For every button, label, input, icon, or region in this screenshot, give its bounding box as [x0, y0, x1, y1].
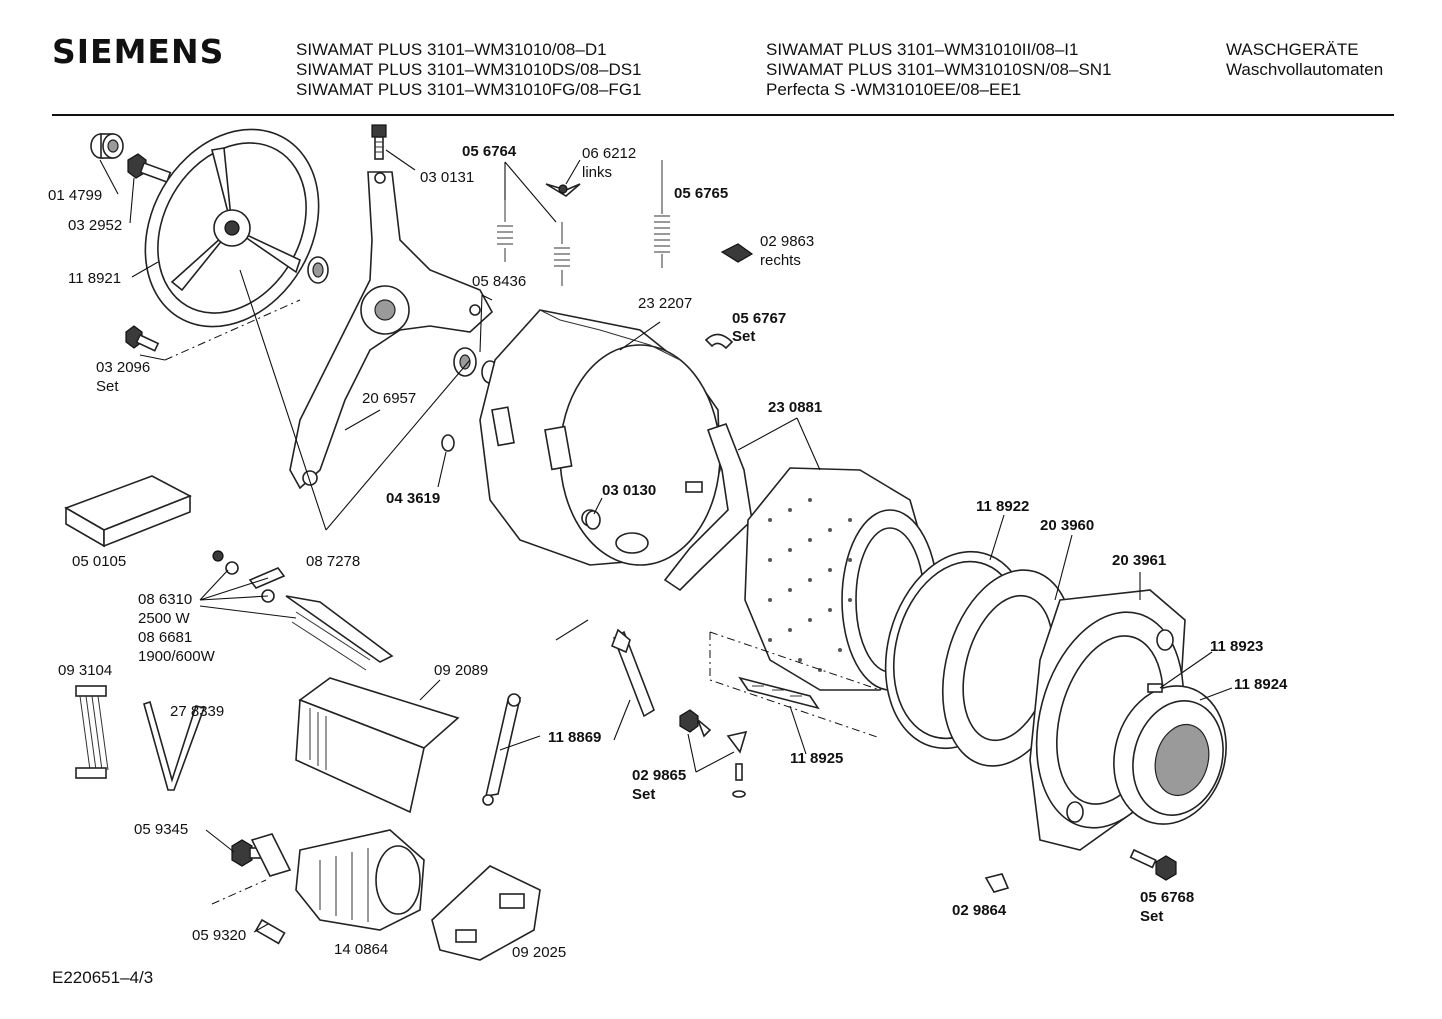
model-line: SIWAMAT PLUS 3101–WM31010/08–D1 — [296, 40, 607, 59]
part-label: 02 9864 — [952, 902, 1007, 919]
part-label: 11 8921 — [68, 270, 121, 287]
spring-part-056764 — [497, 200, 570, 286]
category-subtitle: Waschvollautomaten — [1226, 60, 1384, 79]
belt-part-278339 — [143, 700, 206, 791]
clip-part-029864 — [984, 873, 1010, 893]
part-label: 27 8339 — [170, 703, 224, 720]
model-line: SIWAMAT PLUS 3101–WM31010DS/08–DS1 — [296, 60, 642, 79]
motor-part-140864 — [250, 829, 425, 931]
plug-part-030130 — [585, 510, 601, 530]
wiring-harness-part-093104 — [75, 685, 109, 779]
clip-part-066212 — [545, 183, 581, 197]
model-line: SIWAMAT PLUS 3101–WM31010SN/08–SN1 — [766, 60, 1112, 79]
part-label: 05 0105 — [72, 553, 126, 570]
part-label: 11 8923 — [1210, 638, 1263, 655]
part-label: 08 6310 — [138, 591, 192, 608]
part-label: 2500 W — [138, 610, 191, 627]
part-label: links — [582, 164, 612, 181]
bushing-part-014799 — [90, 133, 124, 159]
model-line: SIWAMAT PLUS 3101–WM31010II/08–I1 — [766, 40, 1079, 59]
model-line: Perfecta S -WM31010EE/08–EE1 — [766, 80, 1022, 99]
part-label: Set — [632, 786, 655, 803]
part-label: 03 2096 — [96, 359, 150, 376]
door-seal-part-118924 — [1113, 685, 1227, 825]
part-label: 09 3104 — [58, 662, 112, 679]
part-label: 03 0130 — [602, 482, 656, 499]
part-label: 09 2089 — [434, 662, 488, 679]
housing-part-092089 — [295, 677, 460, 814]
part-label: 05 6764 — [462, 143, 517, 160]
drum-cross-part-206957 — [289, 171, 494, 490]
part-labels: 01 4799 03 2952 11 8921 03 2096 Set 03 0… — [48, 143, 1288, 961]
part-label: 05 6765 — [674, 185, 728, 202]
part-label: 04 3619 — [386, 490, 440, 507]
model-line: SIWAMAT PLUS 3101–WM31010FG/08–FG1 — [296, 80, 642, 99]
clip-part-029863 — [720, 243, 754, 263]
part-label: Set — [732, 328, 755, 345]
part-label: 05 9320 — [192, 927, 246, 944]
part-label: 06 6212 — [582, 145, 636, 162]
brand-logo: SIEMENS — [52, 32, 225, 71]
part-label: 03 0131 — [420, 169, 474, 186]
part-label: 23 2207 — [638, 295, 692, 312]
screw-part-032096 — [125, 325, 160, 352]
category-block: WASCHGERÄTE Waschvollautomaten — [1226, 40, 1383, 80]
clamp-part-118923 — [1147, 683, 1163, 693]
part-label: Set — [1140, 908, 1163, 925]
part-label: 20 3960 — [1040, 517, 1094, 534]
part-label: 05 6767 — [732, 310, 786, 327]
document-id: E220651–4/3 — [52, 968, 154, 987]
part-label: 14 0864 — [334, 941, 388, 958]
part-label: 03 2952 — [68, 217, 122, 234]
part-label: 05 9345 — [134, 821, 188, 838]
tub-part-232207 — [479, 309, 721, 566]
part-label: 08 7278 — [306, 553, 360, 570]
category-title: WASCHGERÄTE — [1226, 40, 1359, 59]
lifter-part-118925 — [738, 676, 820, 710]
part-label: 23 0881 — [768, 399, 822, 416]
part-label: 09 2025 — [512, 944, 566, 961]
header-rule — [52, 114, 1394, 116]
part-label: 05 6768 — [1140, 889, 1194, 906]
leader-lines — [99, 149, 1233, 933]
part-label: 11 8869 — [548, 729, 601, 746]
module-part-050105 — [64, 475, 192, 548]
model-list-2: SIWAMAT PLUS 3101–WM31010II/08–I1 SIWAMA… — [766, 40, 1112, 100]
part-label: 11 8924 — [1234, 676, 1288, 693]
part-label: 11 8925 — [790, 750, 843, 767]
part-label: rechts — [760, 252, 801, 269]
part-label: 11 8922 — [976, 498, 1029, 515]
part-label: 02 9865 — [632, 767, 686, 784]
clip-part-056767 — [704, 333, 734, 350]
part-label: 20 3961 — [1112, 552, 1166, 569]
bolt-part-032952 — [127, 153, 172, 183]
screw-part-030131 — [371, 124, 387, 160]
part-label: 1900/600W — [138, 648, 216, 665]
control-module-part-092025 — [431, 865, 541, 961]
bracket-part-230881 — [663, 423, 753, 592]
bolt-part-059320 — [254, 918, 286, 945]
part-label: 01 4799 — [48, 187, 102, 204]
part-label: 08 6681 — [138, 629, 192, 646]
shock-absorber-part-118869 — [482, 628, 655, 806]
pulley-part-118921 — [144, 128, 320, 328]
spring-part-056765 — [654, 160, 670, 268]
model-list-1: SIWAMAT PLUS 3101–WM31010/08–D1 SIWAMAT … — [296, 40, 642, 100]
ring-part-043619 — [441, 434, 455, 452]
part-label: 05 8436 — [472, 273, 526, 290]
fastener-part-029865 — [679, 709, 748, 798]
part-label: 02 9863 — [760, 233, 814, 250]
screw-part-056768 — [1129, 848, 1177, 881]
assembly-guide-line — [709, 631, 881, 739]
part-label: Set — [96, 378, 119, 395]
part-label: 20 6957 — [362, 390, 416, 407]
